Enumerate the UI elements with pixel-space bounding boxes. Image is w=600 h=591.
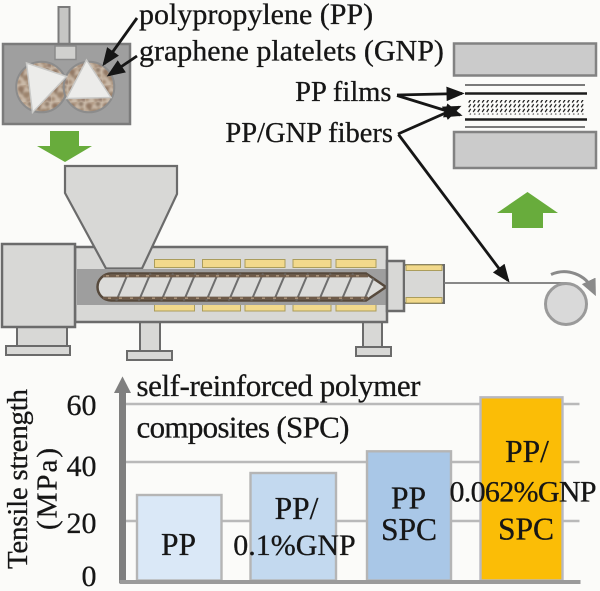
svg-text:SPC: SPC: [381, 512, 437, 547]
svg-text:Tensile strength: Tensile strength: [2, 389, 34, 570]
svg-text:SPC: SPC: [498, 512, 554, 547]
svg-text:60: 60: [67, 389, 97, 422]
svg-text:40: 40: [67, 450, 97, 483]
svg-text:0.1%GNP: 0.1%GNP: [233, 529, 356, 562]
svg-text:0: 0: [82, 560, 97, 591]
svg-text:PP films: PP films: [295, 77, 391, 108]
svg-text:PP/: PP/: [275, 491, 319, 526]
svg-text:PP: PP: [391, 481, 426, 516]
svg-text:graphene platelets (GNP): graphene platelets (GNP): [139, 35, 444, 68]
svg-text:(MPa): (MPa): [32, 448, 64, 530]
svg-text:self-reinforced polymer: self-reinforced polymer: [137, 368, 422, 403]
svg-text:PP/: PP/: [505, 434, 549, 469]
svg-text:20: 20: [67, 507, 97, 540]
svg-text:polypropylene (PP): polypropylene (PP): [139, 0, 373, 31]
svg-text:PP: PP: [161, 527, 196, 562]
svg-text:composites (SPC): composites (SPC): [137, 410, 350, 445]
svg-text:0.062%GNP: 0.062%GNP: [450, 476, 597, 509]
svg-text:PP/GNP fibers: PP/GNP fibers: [225, 118, 393, 149]
